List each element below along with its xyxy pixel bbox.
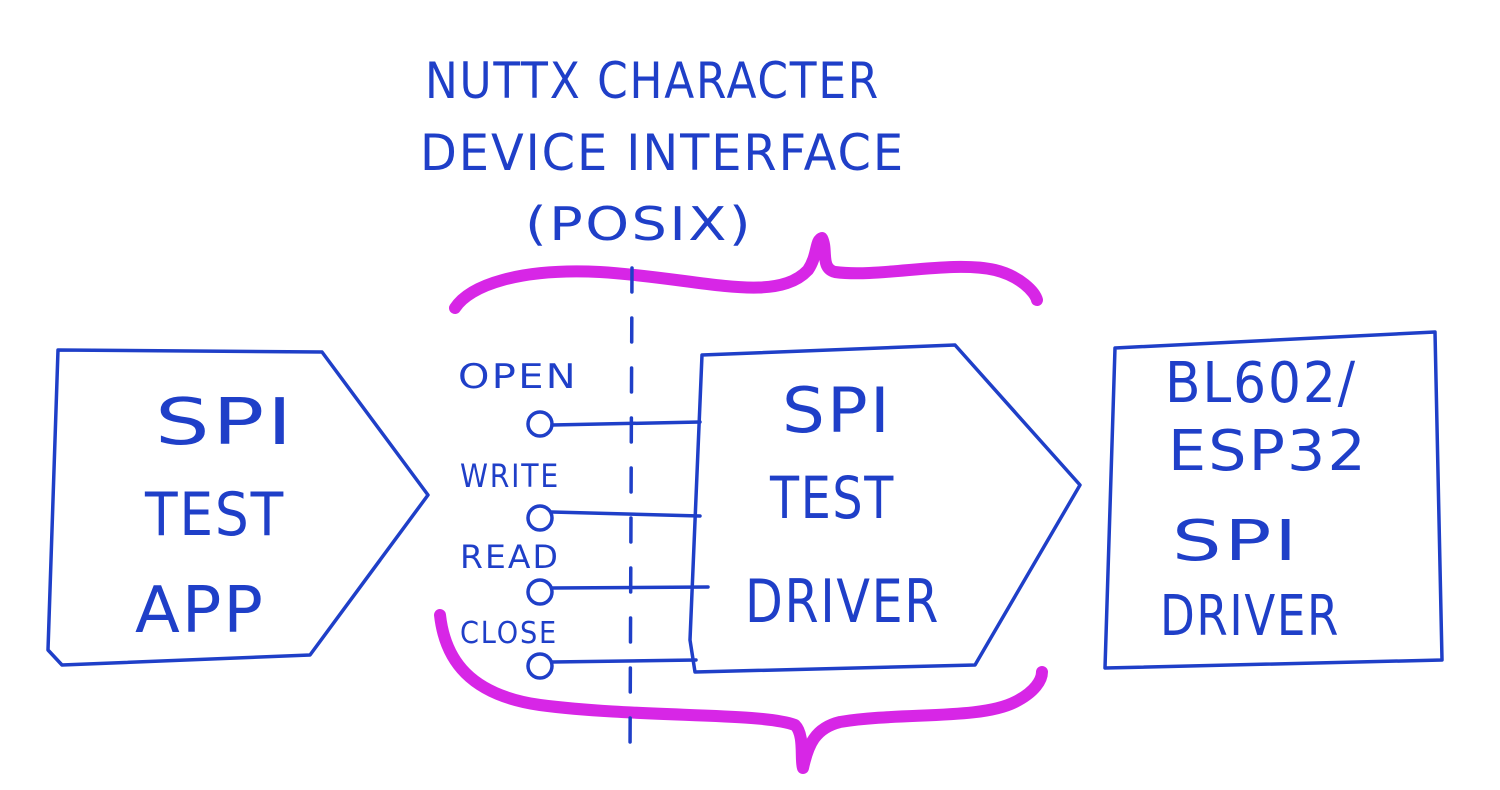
top-curly-brace [449,232,1043,314]
title-line-2: DEVICE INTERFACE [420,124,905,182]
spi-test-driver-line-3: DRIVER [745,567,940,637]
connector-close-circle [526,652,554,680]
spi-test-driver-box: SPI TEST DRIVER [688,343,1082,674]
bl602-esp32-spi-driver-outline [1103,330,1444,670]
bl602-esp32-spi-driver-line-1: BL602/ [1165,351,1357,416]
bl602-esp32-spi-driver-box: BL602/ ESP32 SPI DRIVER [1103,330,1444,670]
spi-test-driver-line-2: TEST [769,464,895,532]
spi-test-app-line-1: SPI [155,386,295,460]
bottom-curly-brace [434,609,1048,774]
interface-connectors [526,410,710,680]
connector-open-circle [526,410,554,438]
spi-test-app-outline [46,348,430,667]
op-label-close: CLOSE [460,616,558,651]
op-label-open: OPEN [458,357,578,397]
op-label-read: READ [460,538,560,576]
connector-close-line [550,658,698,664]
spi-test-driver-outline [688,343,1082,674]
bl602-esp32-spi-driver-line-4: DRIVER [1160,584,1340,649]
interface-dashed-line [628,266,634,760]
connector-read-circle [526,578,554,606]
title-line-1: NUTTX CHARACTER [425,52,880,110]
spi-test-app-box: SPI TEST APP [46,348,430,667]
spi-test-app-line-3: APP [135,574,265,648]
bl602-esp32-spi-driver-line-2: ESP32 [1168,419,1368,484]
interface-operations: OPEN WRITE READ CLOSE [458,357,578,651]
connector-write-line [550,510,702,518]
spi-test-driver-line-1: SPI [782,374,892,447]
connector-read-line [550,585,710,590]
connector-open-line [550,420,702,427]
title-block: NUTTX CHARACTER DEVICE INTERFACE (POSIX) [420,52,905,251]
op-label-write: WRITE [460,457,560,495]
connector-write-circle [526,504,554,532]
title-line-3: (POSIX) [525,197,753,251]
spi-test-app-line-2: TEST [144,480,285,550]
bl602-esp32-spi-driver-line-3: SPI [1172,509,1300,574]
